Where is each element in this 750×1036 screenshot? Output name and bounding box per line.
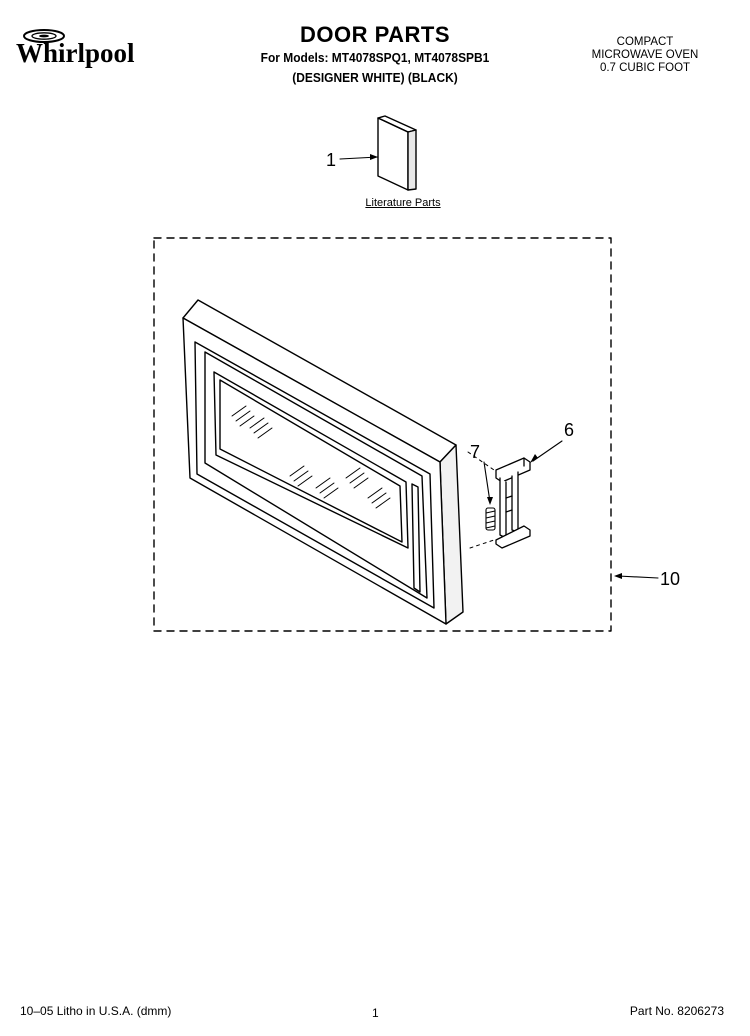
product-line-2: MICROWAVE OVEN [591,49,699,61]
variants-line: (DESIGNER WHITE) (BLACK) [292,70,458,85]
door-assembly [182,299,464,625]
page-number: 1 [372,1006,379,1020]
callout-6: 6 [564,420,574,440]
whirlpool-logo: Whirlpool [16,29,135,68]
leader-10 [617,575,659,579]
leader-6 [532,440,563,462]
assembly-guides [467,451,495,549]
callout-10: 10 [660,569,680,589]
models-line: For Models: MT4078SPQ1, MT4078SPB1 [260,50,490,65]
logo-text: Whirlpool [16,38,135,68]
product-description: COMPACT MICROWAVE OVEN 0.7 CUBIC FOOT [570,36,720,75]
product-line-3: 0.7 CUBIC FOOT [599,62,691,74]
part-number: Part No. 8206273 [629,1004,724,1018]
glass-reflections [231,405,391,509]
callout-7: 7 [470,442,480,462]
assembly-boundary [153,237,612,632]
callout-1: 1 [326,150,336,170]
page-title: DOOR PARTS [299,22,451,47]
latch-spring [485,507,496,531]
product-line-1: COMPACT [616,36,674,48]
literature-booklet [377,115,417,191]
door-latch [495,457,531,549]
literature-parts-label: Literature Parts [365,197,441,209]
leader-7 [483,461,491,503]
footer-litho: 10–05 Litho in U.S.A. (dmm) [20,1004,172,1018]
